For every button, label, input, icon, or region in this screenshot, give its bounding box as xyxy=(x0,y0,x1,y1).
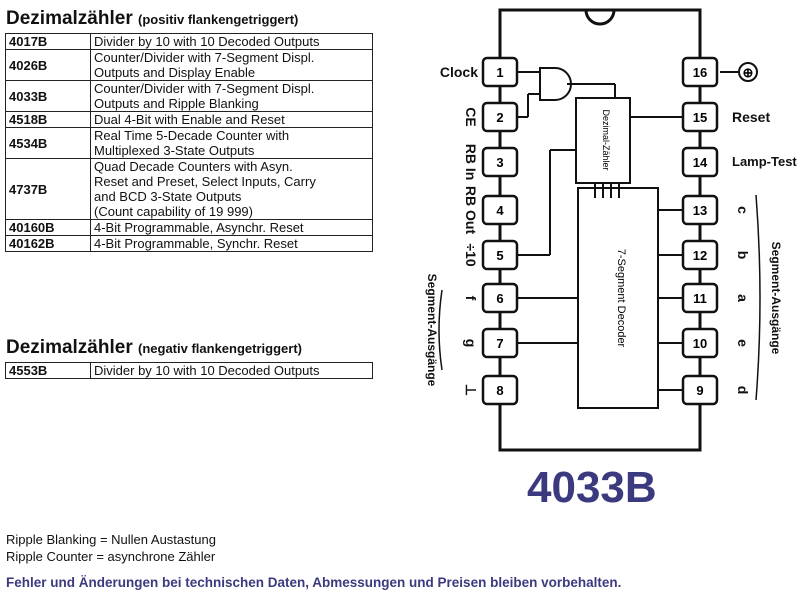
part-code: 4737B xyxy=(5,158,91,220)
part-description: Counter/Divider with 7-Segment Displ. Ou… xyxy=(90,49,373,81)
pos-subtitle-text: (positiv flankengetriggert) xyxy=(138,12,299,27)
pos-title-text: Dezimalzähler xyxy=(6,8,133,29)
counter-block-label: Dezimal-Zähler xyxy=(601,109,611,170)
ic-body xyxy=(498,8,702,452)
vdd-symbol xyxy=(738,62,758,82)
neg-title-text: Dezimalzähler xyxy=(6,337,133,358)
right-label-16: ⊕ xyxy=(743,65,754,80)
chip-name: 4033B xyxy=(527,463,657,512)
neg-section-title: Dezimalzähler (negativ flankengetriggert… xyxy=(6,337,302,359)
pin-16: 16 xyxy=(693,65,707,80)
left-label-8: ⊥ xyxy=(463,384,479,396)
part-description: 4-Bit Programmable, Asynchr. Reset xyxy=(90,219,373,236)
pin-4: 4 xyxy=(496,203,504,218)
right-label-12: b xyxy=(735,251,751,260)
part-description: Dual 4-Bit with Enable and Reset xyxy=(90,111,373,128)
pos-section-title: Dezimalzähler (positiv flankengetriggert… xyxy=(6,8,298,30)
and-gate xyxy=(539,67,572,101)
part-description: 4-Bit Programmable, Synchr. Reset xyxy=(90,235,373,252)
pin-6: 6 xyxy=(496,291,503,306)
pin-15: 15 xyxy=(693,110,707,125)
pin-2: 2 xyxy=(496,110,503,125)
part-code: 40162B xyxy=(5,235,91,252)
left-label-4: RB Out xyxy=(463,186,479,235)
left-label-5: ÷10 xyxy=(463,243,479,266)
part-code: 4553B xyxy=(5,362,91,379)
neg-subtitle-text: (negativ flankengetriggert) xyxy=(138,341,302,356)
part-description: Real Time 5-Decade Counter with Multiple… xyxy=(90,127,373,159)
part-description: Divider by 10 with 10 Decoded Outputs xyxy=(90,33,373,50)
right-label-15: Reset xyxy=(732,109,770,125)
note-ripple-counter: Ripple Counter = asynchrone Zähler xyxy=(6,549,216,564)
footer-disclaimer: Fehler und Änderungen bei technischen Da… xyxy=(6,575,622,590)
left-pins: 1 2 3 4 5 6 7 8 xyxy=(481,56,519,406)
right-pins: 16 15 14 13 12 11 10 9 xyxy=(681,56,719,406)
pin-14: 14 xyxy=(693,155,708,170)
part-code: 4026B xyxy=(5,49,91,81)
segment-label-left: Segment-Ausgänge xyxy=(425,274,439,387)
part-description: Quad Decade Counters with Asyn. Reset an… xyxy=(90,158,373,220)
right-label-11: a xyxy=(735,294,751,302)
pin-1: 1 xyxy=(496,65,503,80)
decoder-block-label: 7-Segment Decoder xyxy=(615,249,627,348)
pin-5: 5 xyxy=(496,248,503,263)
part-code: 4017B xyxy=(5,33,91,50)
left-label-6: f xyxy=(463,296,479,301)
pin-13: 13 xyxy=(693,203,707,218)
pin-10: 10 xyxy=(693,336,707,351)
part-code: 4534B xyxy=(5,127,91,159)
ic-notch xyxy=(584,9,616,26)
right-label-9: d xyxy=(735,386,751,395)
pin-11: 11 xyxy=(693,291,707,306)
pin-8: 8 xyxy=(496,383,503,398)
right-label-14: Lamp-Test xyxy=(732,154,797,169)
part-code: 4033B xyxy=(5,80,91,112)
pin-9: 9 xyxy=(696,383,703,398)
part-description: Counter/Divider with 7-Segment Displ. Ou… xyxy=(90,80,373,112)
left-label-2: CE xyxy=(463,107,479,126)
right-label-10: e xyxy=(735,339,751,347)
pin-3: 3 xyxy=(496,155,503,170)
pin-7: 7 xyxy=(496,336,503,351)
part-description: Divider by 10 with 10 Decoded Outputs xyxy=(90,362,373,379)
left-label-7: g xyxy=(463,339,479,348)
part-code: 4518B xyxy=(5,111,91,128)
left-label-3: RB In xyxy=(463,144,479,181)
pin-12: 12 xyxy=(693,248,707,263)
segment-label-right: Segment-Ausgänge xyxy=(769,242,783,355)
left-label-1: Clock xyxy=(440,64,478,80)
pinout-diagram: Dezimal-Zähler 7-Segment Decoder ⊕ 1 2 3… xyxy=(425,8,797,452)
part-code: 40160B xyxy=(5,219,91,236)
right-label-13: c xyxy=(735,206,751,214)
note-ripple-blanking: Ripple Blanking = Nullen Austastung xyxy=(6,532,216,547)
